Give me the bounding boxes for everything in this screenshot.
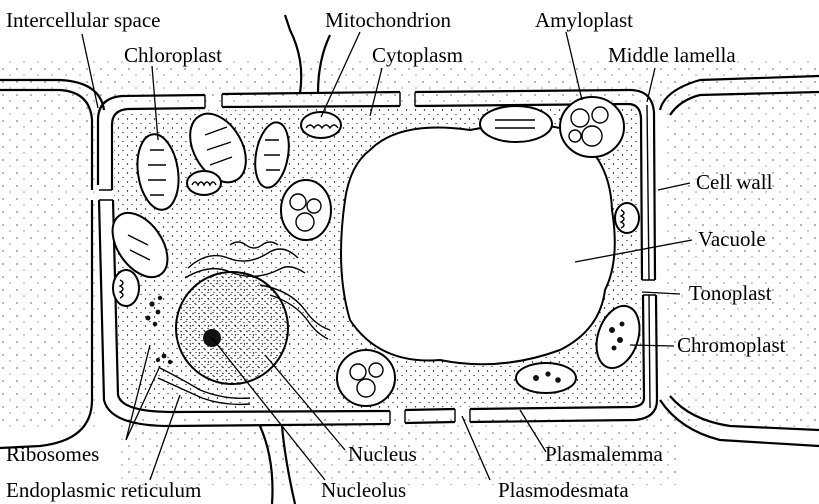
label-nucleus: Nucleus (348, 442, 417, 466)
label-nucleolus: Nucleolus (321, 478, 406, 502)
label-vacuole: Vacuole (698, 227, 766, 251)
nucleus (176, 272, 288, 384)
label-ribosomes: Ribosomes (6, 442, 99, 466)
label-chromoplast: Chromoplast (677, 333, 786, 357)
label-amyloplast: Amyloplast (535, 8, 633, 32)
vacuole (341, 124, 615, 364)
label-endoplasmic-reticulum: Endoplasmic reticulum (6, 478, 201, 502)
label-plasmalemma: Plasmalemma (545, 442, 663, 466)
label-intercellular-space: Intercellular space (6, 8, 161, 32)
label-middle-lamella: Middle lamella (608, 43, 736, 67)
label-plasmodesmata: Plasmodesmata (498, 478, 629, 502)
label-tonoplast: Tonoplast (689, 281, 772, 305)
label-cytoplasm: Cytoplasm (372, 43, 463, 67)
label-chloroplast: Chloroplast (124, 43, 222, 67)
label-mitochondrion: Mitochondrion (325, 8, 451, 32)
label-cell-wall: Cell wall (696, 170, 773, 194)
